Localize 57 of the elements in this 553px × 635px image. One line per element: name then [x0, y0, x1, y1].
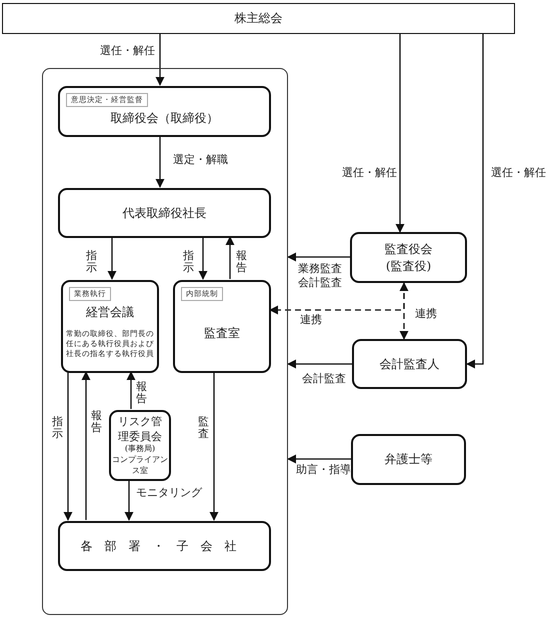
edge-label: 報告 [91, 410, 102, 434]
edge-label: 報告 [136, 381, 147, 406]
node-title: 監査役会(監査役) [384, 240, 434, 274]
node-title: リスク管理委員会 [117, 414, 163, 444]
edge-label: 会計監査 [302, 372, 346, 386]
node-title: 弁護士等 [384, 451, 432, 468]
company-frame [42, 68, 288, 615]
edge-label: 監査 [198, 416, 209, 440]
committee-box [109, 410, 171, 481]
arrow [209, 372, 219, 521]
arrow [107, 237, 117, 280]
edge-label: 選任・解任 [342, 166, 397, 180]
arrow [225, 236, 235, 279]
arrow [124, 480, 134, 521]
edge-label: 指示 [52, 416, 63, 440]
arrow [287, 252, 350, 262]
node-title: 経営会議 [86, 304, 134, 322]
dashed-arrow [399, 282, 409, 340]
dashed-arrow [269, 283, 405, 315]
node-title: 代表取締役社長 [122, 204, 206, 222]
edge-label: 選任・解任 [100, 44, 155, 58]
edge-label: 報告 [236, 250, 247, 274]
node-title: 各部署・子会社 [80, 538, 248, 554]
auditor-board-box [350, 232, 467, 283]
node-title: 監査室 [204, 325, 240, 342]
node-title: 会計監査人 [380, 356, 440, 372]
arrow [126, 371, 136, 409]
edge-label: 指示 [183, 250, 194, 274]
president-box [58, 188, 271, 238]
office-label: コンプライアンス室 [111, 455, 169, 477]
edge-label: 業務監査会計監査 [298, 262, 343, 291]
edge-label: 助言・指導 [296, 463, 351, 478]
lawyer-box [351, 434, 466, 485]
edge-label: 選定・解職 [173, 153, 228, 168]
auditor-box [352, 339, 467, 389]
arrow [466, 34, 484, 369]
edge-label: 連携 [300, 313, 322, 328]
arrow [198, 237, 208, 280]
node-title: 株主総会 [234, 10, 282, 27]
arrow [287, 454, 351, 464]
arrow [287, 359, 352, 369]
edge-label: 指示 [86, 250, 97, 274]
board-box [58, 86, 271, 137]
committee-box [61, 280, 159, 373]
edge-label: 連携 [415, 307, 437, 322]
meeting-box [2, 3, 515, 34]
edge-label: 選任・解任 [491, 166, 546, 180]
arrow [155, 34, 165, 86]
department-box [58, 521, 271, 571]
audit-office-box [173, 280, 271, 373]
edge-label: モニタリング [136, 486, 202, 500]
arrow [81, 371, 91, 520]
office-label: (事務局) [124, 444, 156, 455]
node-title: 取締役会（取締役） [110, 110, 218, 127]
arrow [395, 34, 405, 233]
arrow [63, 372, 73, 521]
arrow [155, 136, 165, 188]
